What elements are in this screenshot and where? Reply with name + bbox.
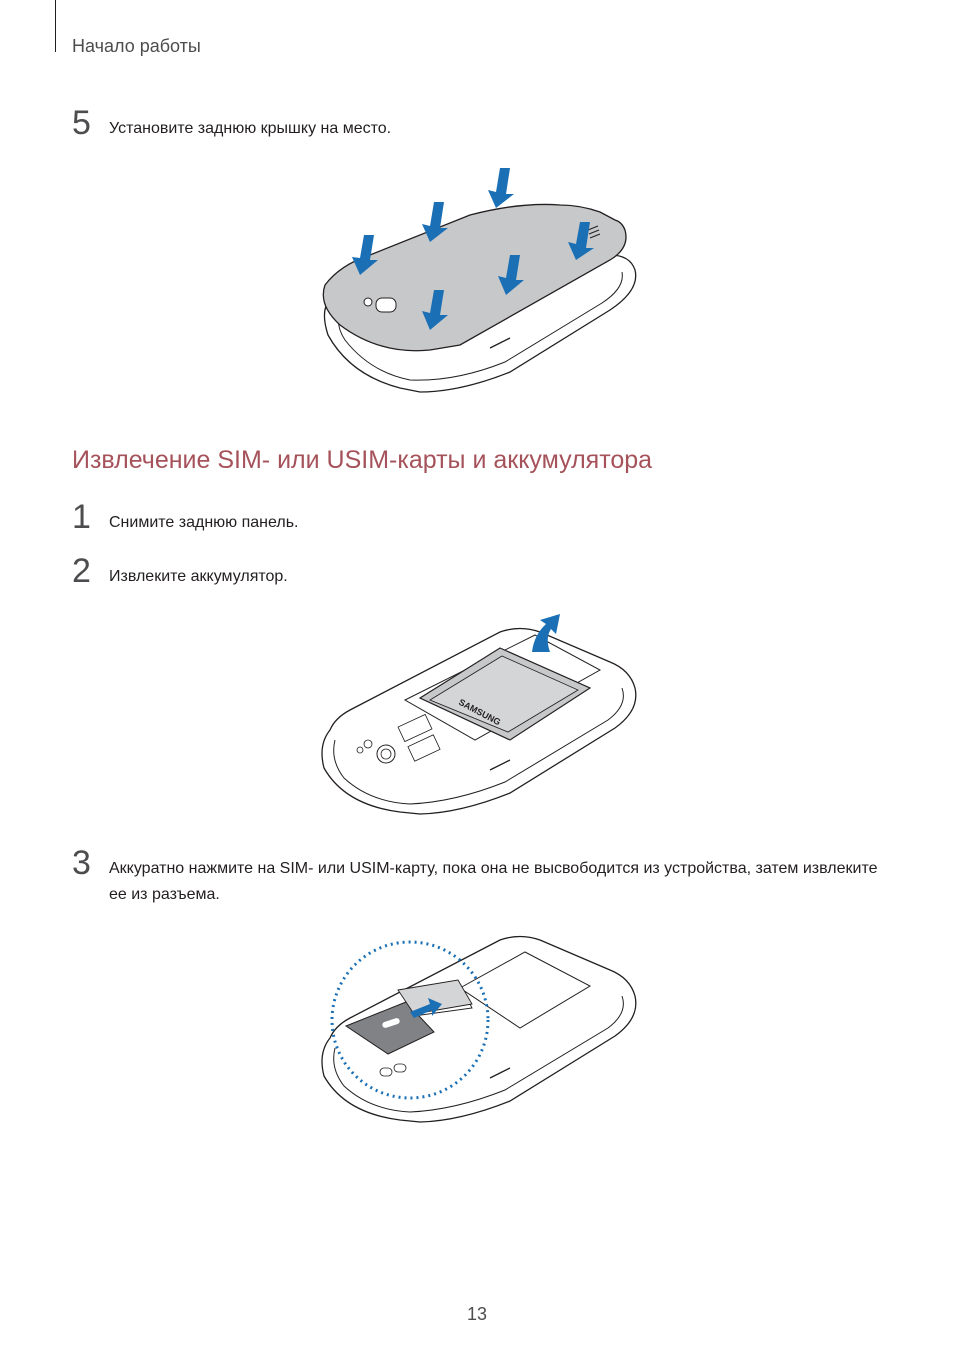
illustration-attach-cover [322, 168, 637, 393]
step-text: Аккуратно нажмите на SIM- или USIM-карту… [109, 860, 878, 903]
step-number: 2 [72, 552, 91, 590]
illustration-remove-sim [321, 935, 637, 1123]
step-number: 5 [72, 104, 91, 142]
step-text: Установите заднюю крышку на место. [109, 120, 392, 137]
section-header: Начало работы [72, 36, 201, 56]
step-text: Извлеките аккумулятор. [109, 568, 288, 585]
page-corner-line [55, 0, 56, 52]
page-number: 13 [466, 1304, 488, 1324]
step-number: 1 [72, 498, 91, 536]
step-text: Снимите заднюю панель. [109, 514, 299, 531]
illustration-remove-battery: SAMSUNG [321, 614, 637, 815]
step-number: 3 [72, 844, 91, 882]
section-heading: Извлечение SIM- или USIM-карты и аккумул… [72, 446, 653, 474]
